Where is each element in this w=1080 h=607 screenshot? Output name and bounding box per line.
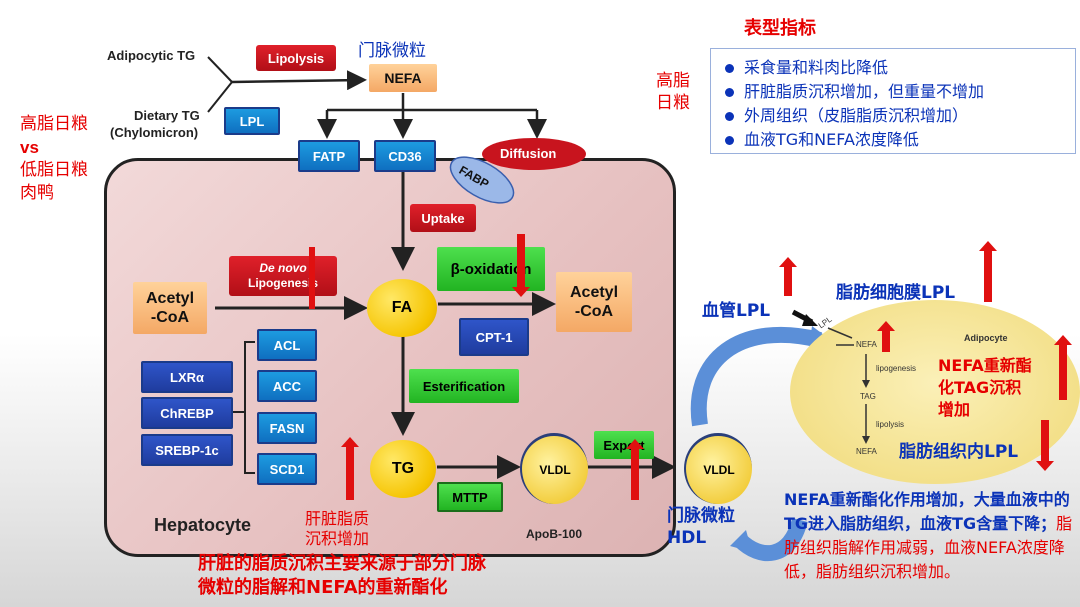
small-adipocyte-label: Adipocyte [964, 333, 1008, 343]
cpt1-box: CPT-1 [459, 318, 529, 356]
esterification-box: Esterification [409, 369, 519, 403]
vascular-lpl-label: 血管LPL [702, 301, 771, 321]
scd1-box: SCD1 [257, 453, 317, 485]
phenotype-item: 血液TG和NEFA浓度降低 [725, 126, 919, 150]
fatp-box: FATP [298, 140, 360, 172]
side-label-line2: 日粮 [656, 93, 690, 113]
bullet-icon [725, 112, 734, 121]
liver-lipid-note: 肝脏脂质 沉积增加 [305, 509, 369, 549]
dietary-tg-line2: (Chylomicron) [110, 125, 199, 140]
label-low-fat: 低脂日粮 [20, 160, 88, 180]
diet-comparison-label: 高脂日粮 vs 低脂日粮 肉鸭 [20, 113, 88, 205]
de-novo-lipogenesis-box: De novo Lipogenesis [229, 256, 337, 296]
chrebp-box: ChREBP [141, 397, 233, 429]
lpl-box: LPL [224, 107, 280, 135]
nefa-box: NEFA [369, 64, 437, 92]
phenotype-item: 采食量和料肉比降低 [725, 54, 888, 78]
bullet-icon [725, 88, 734, 97]
de-novo-line2: Lipogenesis [247, 276, 318, 290]
small-tag-label: TAG [860, 392, 876, 401]
liver-note-line2: 沉积增加 [305, 529, 370, 548]
nefa-small-up-arrow [877, 321, 895, 352]
fasn-box: FASN [257, 412, 317, 444]
adipose-summary: NEFA重新酯化作用增加，大量血液中的TG进入脂肪组织，血液TG含量下降；脂肪组… [784, 488, 1074, 584]
bullet-icon [725, 136, 734, 145]
tg-node: TG [370, 440, 436, 498]
de-novo-line1: De novo [259, 261, 307, 275]
acetyl-coa-right-box: Acetyl -CoA [556, 272, 632, 332]
tg-up-arrow [341, 437, 359, 500]
acetyl-left-line2: -CoA [150, 309, 190, 326]
adipose-internal-lpl-label: 脂肪组织内LPL [899, 442, 1019, 462]
adipocyte-cell [790, 300, 1080, 484]
export-up-arrow [626, 439, 644, 500]
phenotype-side-label: 高脂 日粮 [656, 70, 690, 114]
bottom-note-line1: 肝脏的脂质沉积主要来源于部分门脉 [198, 553, 486, 574]
fa-node: FA [367, 279, 437, 337]
hepatocyte-label: Hepatocyte [154, 515, 252, 535]
phenotype-item: 外周组织（皮脂脂质沉积增加） [725, 102, 968, 126]
small-lipolysis-label: lipolysis [876, 420, 905, 429]
vascular-lpl-up-arrow [779, 257, 797, 296]
portal-hdl-label: 门脉微粒 HDL [667, 505, 735, 549]
reester-line3: 增加 [938, 400, 971, 419]
beta-oxidation-box: β-oxidation [437, 247, 545, 291]
de-novo-down-marker [309, 247, 315, 309]
dietary-tg-line1: Dietary TG [134, 108, 200, 123]
bottom-conclusion: 肝脏的脂质沉积主要来源于部分门脉 微粒的脂解和NEFA的重新酯化 [198, 552, 486, 600]
lipolysis-box: Lipolysis [256, 45, 336, 71]
vldl-exported-node: VLDL [684, 433, 752, 504]
small-nefa-label: NEFA [856, 340, 877, 349]
phenotype-title: 表型指标 [744, 18, 816, 39]
internal-lpl-down-arrow [1036, 420, 1054, 471]
small-lipogenesis-label: lipogenesis [876, 364, 917, 373]
vldl-node: VLDL [520, 433, 588, 504]
mttp-box: MTTP [437, 482, 503, 512]
apob-label: ApoB-100 [526, 527, 583, 541]
uptake-box: Uptake [410, 204, 476, 232]
srebp-box: SREBP-1c [141, 434, 233, 466]
membrane-lpl-up-arrow [979, 241, 997, 302]
adipocytic-tg-label: Adipocytic TG [107, 48, 196, 63]
adipocyte-membrane-lpl-label: 脂肪细胞膜LPL [836, 283, 956, 303]
bullet-icon [725, 64, 734, 73]
lxra-box: LXRα [141, 361, 233, 393]
cd36-box: CD36 [374, 140, 436, 172]
acetyl-right-line2: -CoA [574, 303, 614, 320]
reester-line2: 化TAG沉积 [938, 378, 1022, 397]
side-label-line1: 高脂 [656, 71, 690, 91]
phenotype-list: 采食量和料肉比降低 肝脏脂质沉积增加，但重量不增加 外周组织（皮脂脂质沉积增加）… [710, 48, 1076, 154]
diffusion-label: Diffusion [500, 146, 557, 161]
summary-part2: 脂肪组织脂解作用减弱，血液NEFA浓度降低，脂肪组织沉积增加。 [784, 514, 1073, 581]
portal-hdl-line2: HDL [667, 528, 707, 548]
reester-line1: NEFA重新酯 [938, 356, 1032, 375]
reester-up-arrow [1054, 335, 1072, 400]
acetyl-left-line1: Acetyl [145, 290, 195, 307]
acetyl-coa-left-box: Acetyl -CoA [133, 282, 207, 334]
summary-part1: NEFA重新酯化作用增加，大量血液中的TG进入脂肪组织，血液TG含量下降； [784, 490, 1070, 533]
liver-note-line1: 肝脏脂质 [305, 509, 370, 528]
phenotype-item: 肝脏脂质沉积增加，但重量不增加 [725, 78, 984, 102]
portal-hdl-line1: 门脉微粒 [667, 506, 735, 526]
acetyl-right-line1: Acetyl [569, 284, 619, 301]
acc-box: ACC [257, 370, 317, 402]
portal-particle-top-label: 门脉微粒 [358, 41, 426, 61]
small-nefa2-label: NEFA [856, 447, 877, 456]
beta-oxidation-down-arrow [512, 234, 530, 297]
label-vs: vs [20, 138, 39, 157]
nefa-reesterification-note: NEFA重新酯 化TAG沉积 增加 [938, 355, 1032, 421]
acl-box: ACL [257, 329, 317, 361]
label-high-fat: 高脂日粮 [20, 114, 88, 134]
label-duck: 肉鸭 [20, 183, 54, 203]
dietary-tg-label: Dietary TG (Chylomicron) [110, 107, 200, 141]
bottom-note-line2: 微粒的脂解和NEFA的重新酯化 [198, 577, 448, 598]
